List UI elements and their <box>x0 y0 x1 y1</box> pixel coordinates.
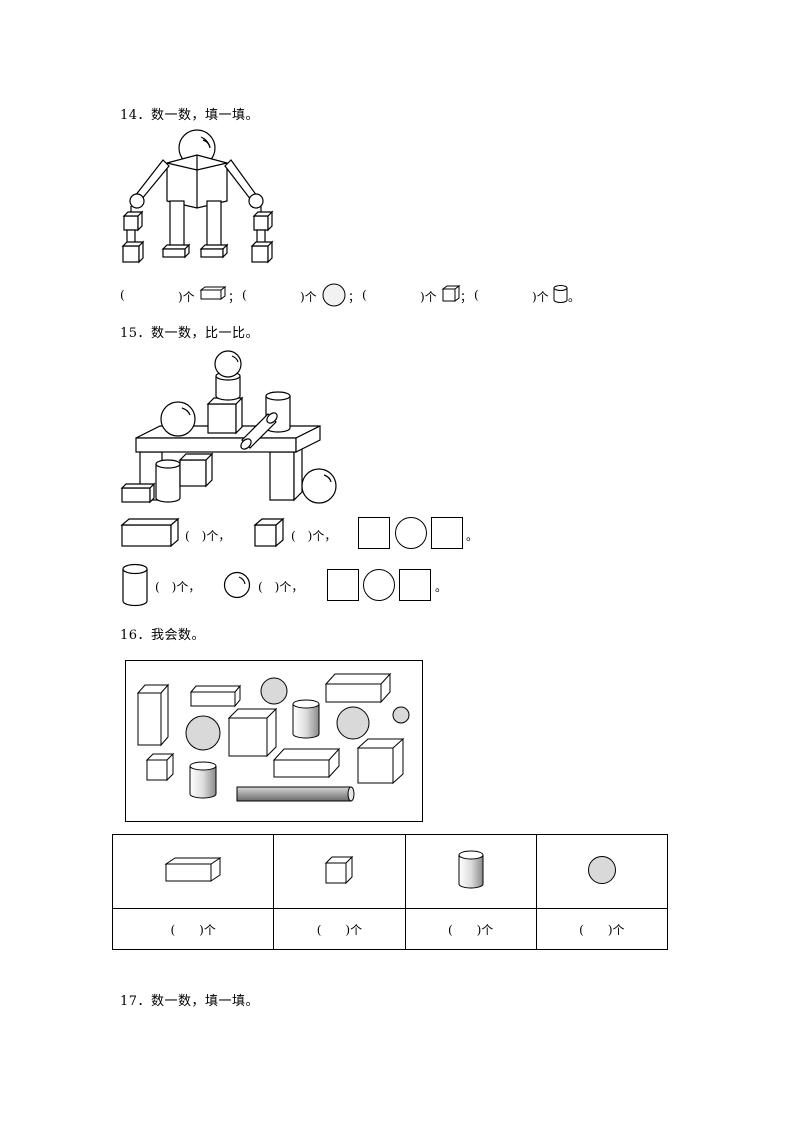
q15-row1-count-1: ( )个， <box>185 529 231 543</box>
cube-icon <box>441 285 461 302</box>
q14-answer-4-open: ( <box>474 288 479 302</box>
q14-answer-1-close: )个 <box>178 290 195 304</box>
q14-title: 14．数一数，填一填。 <box>120 108 260 123</box>
q14-answer-2-close: )个 <box>300 290 317 304</box>
compare-circle[interactable] <box>363 569 395 601</box>
q15-row1-count-2: ( )个， <box>291 529 337 543</box>
q16-answer-cuboid[interactable]: ( )个 <box>111 908 275 950</box>
cube-icon <box>325 855 354 884</box>
q14-answer-3-close: )个 <box>420 290 437 304</box>
compare-circle[interactable] <box>395 517 427 549</box>
compare-box-right[interactable] <box>399 569 431 601</box>
q15-table-figure <box>120 350 337 504</box>
q14-answer-1-sep: ； <box>228 290 241 304</box>
q14-robot-figure <box>121 129 274 264</box>
q16-cell-cylinder <box>404 834 537 909</box>
q14-answer-3-sep: ； <box>460 290 473 304</box>
q14-answer-2-open: ( <box>242 288 247 302</box>
q15-row2-end: 。 <box>435 580 448 594</box>
q16-cell-cube <box>273 834 406 909</box>
cuboid-icon <box>164 856 222 882</box>
q17-title: 17．数一数，填一填。 <box>120 994 260 1009</box>
q16-shapes-figure <box>125 660 423 822</box>
q16-answer-cylinder[interactable]: ( )个 <box>404 908 537 950</box>
q14-answer-1-open: ( <box>120 288 125 302</box>
sphere-icon <box>223 571 251 599</box>
sphere-icon <box>322 283 346 307</box>
q14-answer-3-open: ( <box>362 288 367 302</box>
sphere-icon <box>587 855 616 884</box>
cylinder-icon <box>458 850 484 888</box>
q16-cell-sphere <box>535 834 669 909</box>
q15-row1-end: 。 <box>466 529 479 543</box>
q16-answer-table: ( )个 ( )个 ( )个 ( )个 <box>111 834 669 950</box>
compare-box-left[interactable] <box>327 569 359 601</box>
compare-box-left[interactable] <box>358 517 390 549</box>
q15-row2-count-2: ( )个， <box>258 580 304 594</box>
q14-answer-4-sep: 。 <box>568 290 581 304</box>
q14-answer-4-close: )个 <box>532 290 549 304</box>
cube-icon <box>253 517 285 548</box>
cylinder-icon <box>122 563 148 607</box>
q16-answer-cube[interactable]: ( )个 <box>273 908 406 950</box>
cuboid-icon <box>120 517 180 548</box>
cylinder-icon <box>553 285 568 303</box>
q15-row2-count-1: ( )个， <box>155 580 201 594</box>
q14-answer-2-sep: ； <box>348 290 361 304</box>
q15-title: 15．数一数，比一比。 <box>120 326 260 341</box>
compare-box-right[interactable] <box>431 517 463 549</box>
q16-cell-cuboid <box>111 834 275 909</box>
q16-title: 16．我会数。 <box>120 628 206 643</box>
cuboid-icon <box>199 286 227 300</box>
q16-answer-sphere[interactable]: ( )个 <box>535 908 669 950</box>
